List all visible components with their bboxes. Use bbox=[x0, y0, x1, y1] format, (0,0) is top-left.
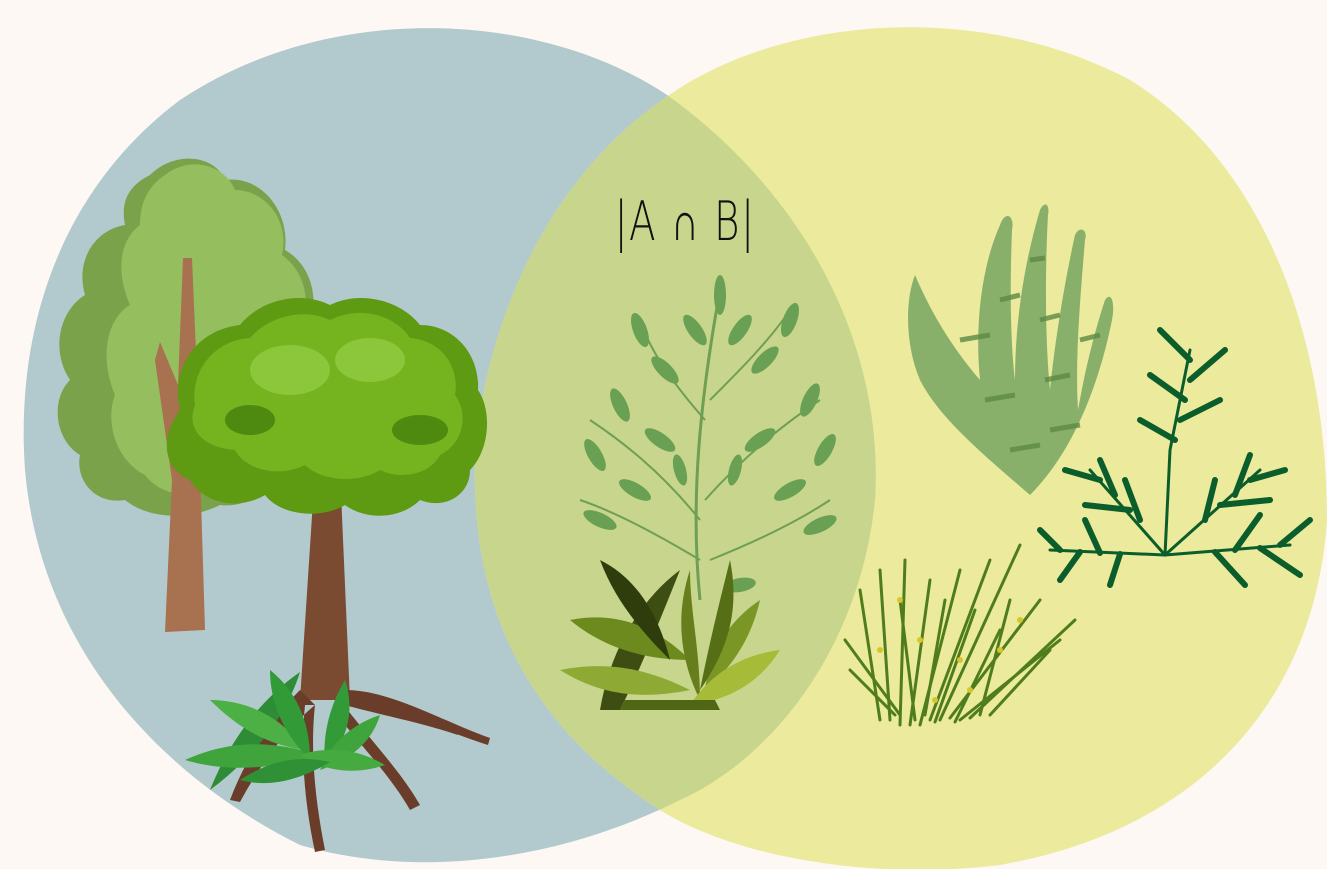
intersection-label: |A ∩ B| bbox=[606, 190, 764, 253]
